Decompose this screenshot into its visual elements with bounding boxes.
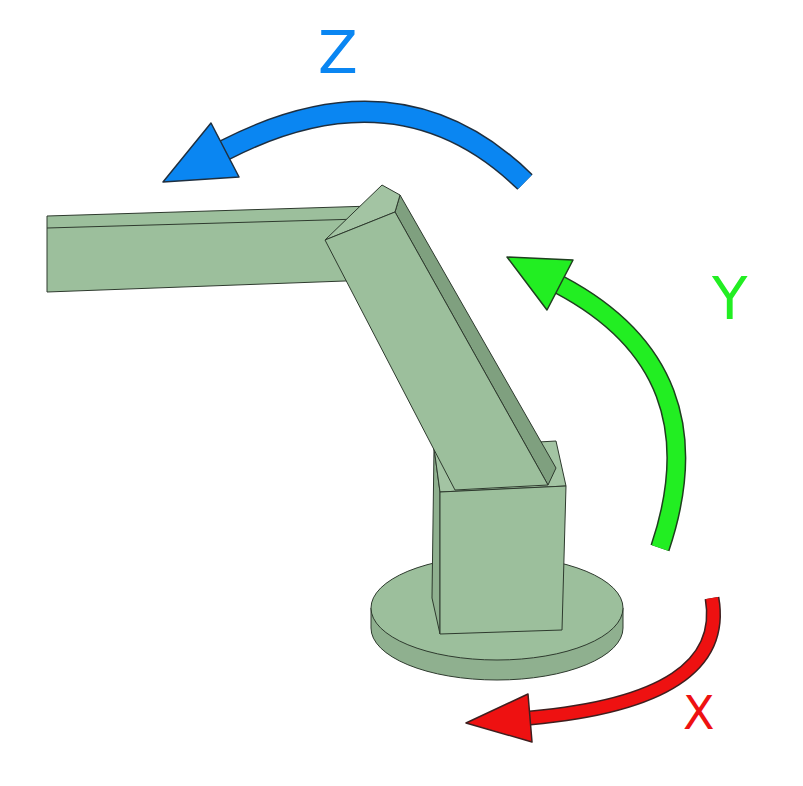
upper-arm (47, 206, 372, 292)
x-rotation-arrow (466, 598, 713, 742)
axis-label: Z (318, 24, 358, 82)
z-rotation-arrow (163, 112, 525, 182)
lower-arm-front (325, 212, 548, 490)
y-rotation-arrow (507, 257, 676, 548)
axis-label: X (683, 690, 715, 736)
axis-label: Y (712, 270, 747, 328)
upper-arm-edge (47, 219, 360, 228)
base-box-front (440, 486, 566, 634)
